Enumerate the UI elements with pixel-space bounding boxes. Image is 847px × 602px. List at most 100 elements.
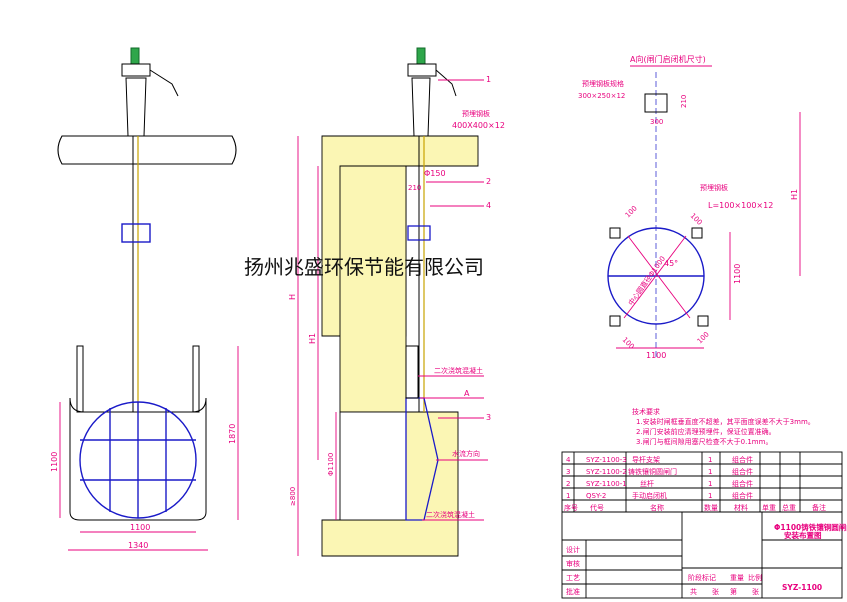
header-qty: 数量 bbox=[704, 503, 718, 512]
hoist-head bbox=[121, 63, 151, 77]
a-view-side-plate-label: 预埋钢板 bbox=[700, 183, 728, 192]
a-view-anchor-3 bbox=[609, 315, 621, 327]
row-2-note: 组合件 bbox=[732, 467, 753, 476]
header-code: 代号 bbox=[590, 503, 604, 512]
dim-H: H bbox=[288, 294, 297, 300]
tb-weight: 重量 bbox=[730, 574, 744, 582]
technical-notes: 技术要求 1.安装时闸框垂直度不超差，其平面度误差不大于3mm。 2.闸门安装前… bbox=[632, 407, 815, 446]
header-unit-wt: 单重 bbox=[762, 503, 776, 512]
a-view-dim-100d: 100 bbox=[696, 330, 711, 345]
dim-phi150: Φ150 bbox=[424, 169, 446, 178]
dim-210-section: 210 bbox=[408, 184, 421, 192]
a-view: A向(闸门启闭机尺寸) 预埋钢板规格 300×250×12 300 210 H1… bbox=[578, 54, 801, 360]
tb-row-review: 审核 bbox=[566, 559, 580, 568]
flow-label: 水流方向 bbox=[452, 449, 480, 458]
tb-stage-mark: 阶段标记 bbox=[688, 573, 716, 582]
frame-post-left bbox=[76, 345, 84, 413]
plate-size: 400X400×12 bbox=[452, 121, 505, 130]
section-handwheel-top bbox=[416, 47, 426, 65]
dim-phi1100: Φ1100 bbox=[327, 453, 335, 476]
leader-2: 2 bbox=[486, 177, 491, 186]
notes-line-2: 2.闸门安装前应清理预埋件，保证位置准确。 bbox=[636, 427, 776, 436]
gate-frame bbox=[69, 397, 207, 521]
leader-1: 1 bbox=[486, 75, 491, 84]
row-1-qty: 1 bbox=[708, 456, 712, 464]
row-3-code: SYZ-1100-1 bbox=[586, 480, 627, 488]
frame-post-right bbox=[192, 345, 200, 413]
dim-1100-left: 1100 bbox=[50, 452, 59, 472]
row-3-qty: 1 bbox=[708, 480, 712, 488]
section-view: 1 2 4 3 预埋钢板 400X400×12 210 Φ150 H H1 Φ1… bbox=[288, 47, 505, 557]
notes-title: 技术要求 bbox=[632, 407, 660, 416]
plate-label: 预埋钢板 bbox=[462, 109, 490, 118]
header-material: 材料 bbox=[734, 503, 748, 512]
a-view-diag-1 bbox=[627, 235, 691, 319]
section-guide-bracket bbox=[407, 225, 431, 241]
a-view-dim-1100-v: 1100 bbox=[733, 264, 742, 284]
row-1-name: 导杆支架 bbox=[632, 455, 660, 464]
a-view-dim-100c: 100 bbox=[621, 336, 636, 351]
title-block: 4 SYZ-1100-3 导杆支架 1 组合件 3 SYZ-1100-2 铸铁镶… bbox=[561, 451, 847, 599]
tb-row-design: 设计 bbox=[566, 545, 580, 554]
tb-sheet-no: 第 bbox=[730, 587, 737, 596]
row-3-no: 2 bbox=[566, 480, 570, 488]
section-arrow-label: A bbox=[464, 389, 470, 398]
row-4-code: QSY-2 bbox=[586, 492, 606, 500]
a-view-title: A向(闸门启闭机尺寸) bbox=[630, 54, 706, 64]
row-4-qty: 1 bbox=[708, 492, 712, 500]
a-view-anchor-1 bbox=[609, 227, 621, 239]
section-frame-post bbox=[405, 345, 419, 399]
a-view-dim-100b: 100 bbox=[689, 212, 704, 227]
header-remark: 备注 bbox=[812, 503, 826, 512]
a-view-diag-2 bbox=[623, 235, 687, 319]
a-view-dim-1100-h: 1100 bbox=[646, 351, 666, 360]
dim-1100-inner: 1100 bbox=[130, 523, 150, 532]
a-view-dim-210: 210 bbox=[680, 95, 688, 108]
notes-line-3: 3.闸门与框间隙用塞尺检查不大于0.1mm。 bbox=[636, 437, 772, 446]
a-view-anchor-2 bbox=[691, 227, 703, 239]
header-name: 名称 bbox=[650, 503, 664, 512]
section-crank bbox=[435, 69, 457, 97]
concrete-bottom-label: 二次浇筑混凝土 bbox=[426, 510, 475, 519]
notes-line-1: 1.安装时闸框垂直度不超差，其平面度误差不大于3mm。 bbox=[636, 417, 815, 426]
drawing-number: SYZ-1100 bbox=[782, 583, 822, 592]
tb-row-process: 工艺 bbox=[566, 574, 580, 582]
dim-1870-right: 1870 bbox=[228, 424, 237, 444]
header-total-wt: 总重 bbox=[782, 503, 796, 512]
header-no: 序号 bbox=[564, 503, 578, 512]
a-view-dim-H1: H1 bbox=[790, 189, 799, 200]
stem-guide-bracket bbox=[121, 223, 151, 243]
row-4-no: 1 bbox=[566, 492, 570, 500]
a-view-top-plate-label: 预埋钢板规格 bbox=[582, 79, 624, 88]
row-1-code: SYZ-1100-3 bbox=[586, 456, 627, 464]
drawing-title-2: 安装布置图 bbox=[784, 530, 822, 540]
a-view-top-plate-size: 300×250×12 bbox=[578, 92, 625, 100]
front-view: 1100 1340 1100 1870 bbox=[50, 47, 239, 551]
row-4-name: 手动启闭机 bbox=[632, 491, 667, 500]
tb-row-approve: 批准 bbox=[566, 587, 580, 596]
a-view-anchor-4 bbox=[697, 315, 709, 327]
a-view-dim-300: 300 bbox=[650, 118, 663, 126]
a-view-diameter-label: 中心圆直径Φ1000 bbox=[626, 254, 667, 307]
dim-H1: H1 bbox=[308, 333, 317, 344]
drawing-title-1: Φ1100铸铁镶铜圆闸门 bbox=[774, 522, 847, 532]
a-view-angle-45: 45° bbox=[664, 259, 678, 268]
row-2-qty: 1 bbox=[708, 468, 712, 476]
floor-slab bbox=[57, 135, 237, 165]
section-hoist-column bbox=[411, 77, 431, 137]
a-view-top-plate bbox=[644, 93, 668, 113]
concrete-wall bbox=[339, 165, 407, 413]
leader-3: 3 bbox=[486, 413, 491, 422]
tb-sheet-total: 共 bbox=[690, 587, 697, 596]
handwheel-top bbox=[130, 47, 140, 65]
a-view-dim-100a: 100 bbox=[624, 204, 639, 219]
leader-4: 4 bbox=[486, 201, 491, 210]
dim-1340-outer: 1340 bbox=[128, 541, 148, 550]
pipe-opening bbox=[339, 411, 407, 521]
row-3-note: 组合件 bbox=[732, 479, 753, 488]
crank-handle bbox=[149, 69, 179, 97]
tb-sheet-unit1: 张 bbox=[712, 587, 719, 596]
tb-sheet-unit2: 张 bbox=[752, 587, 759, 596]
row-1-no: 4 bbox=[566, 456, 571, 464]
